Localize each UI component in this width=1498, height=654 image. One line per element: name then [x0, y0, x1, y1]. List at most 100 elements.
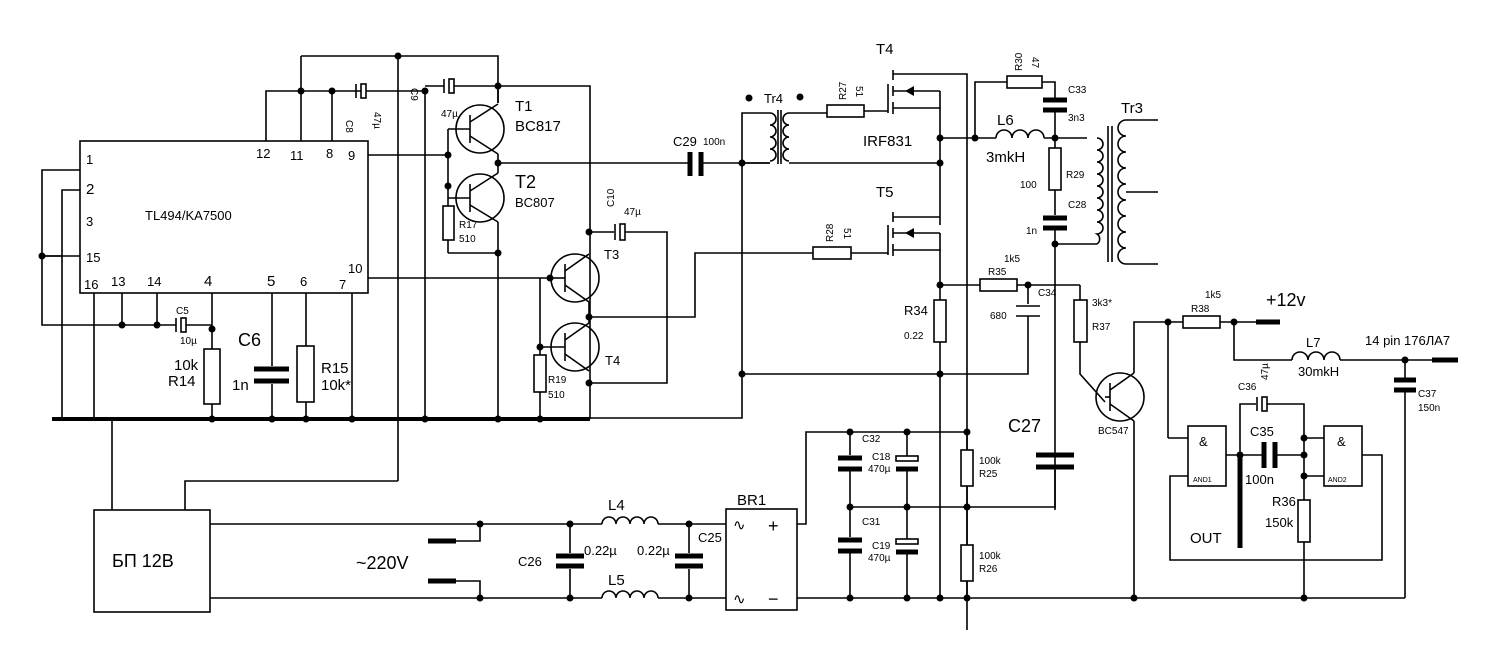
- t1-name: T1: [515, 98, 533, 115]
- c10-name: C10: [606, 188, 617, 207]
- c8-value: 47µ: [371, 112, 382, 129]
- ic-pin-14: 14: [147, 274, 161, 289]
- r29-name: R29: [1066, 170, 1085, 181]
- r37-value: 3k3*: [1092, 298, 1112, 309]
- out-label: OUT: [1190, 530, 1222, 547]
- r19-value: 510: [548, 390, 565, 401]
- c36-value: 47µ: [1260, 363, 1271, 380]
- c37-name: C37: [1418, 389, 1437, 400]
- br1-plus: +: [768, 516, 779, 536]
- t2-name: T2: [515, 172, 536, 192]
- c18-value: 470µ: [868, 464, 891, 475]
- ic-pin-7: 7: [339, 277, 346, 292]
- ic-pin-3: 3: [86, 214, 93, 229]
- c33-value: 3n3: [1068, 113, 1085, 124]
- gate-resistors: R27 51 R28 51: [812, 81, 888, 260]
- r30-name: R30: [1014, 52, 1025, 71]
- tr3-name: Tr3: [1121, 100, 1143, 117]
- r15-name: R15: [321, 360, 349, 377]
- l7-value: 30mkH: [1298, 364, 1339, 379]
- tr4-name: Tr4: [764, 91, 783, 106]
- r36-name: R36: [1272, 494, 1296, 509]
- r25-value: 100k: [979, 456, 1002, 467]
- transistor-t2: T2 BC807: [448, 172, 555, 223]
- c19-name: C19: [872, 541, 891, 552]
- ic-pin-2: 2: [86, 181, 94, 198]
- r19-name: R19: [548, 375, 567, 386]
- l6-name: L6: [997, 112, 1014, 129]
- r14-name: R14: [168, 373, 196, 390]
- r27-name: R27: [838, 81, 849, 100]
- c35-name: C35: [1250, 424, 1274, 439]
- c19-value: 470µ: [868, 553, 891, 564]
- filter-caps: C32 C31 C18 470µ C19 470µ 100k R25 100k …: [797, 428, 1002, 598]
- transistor-t4-lower: T4: [540, 322, 620, 372]
- c9-value: 47µ: [441, 109, 458, 120]
- r37-name: R37: [1092, 322, 1111, 333]
- c5-name: C5: [176, 306, 189, 317]
- c28-name: C28: [1068, 200, 1087, 211]
- c34-name: C34: [1038, 288, 1057, 299]
- bridge-br1: BR1 ∿ ∿ + −: [725, 492, 798, 611]
- c10-value: 47µ: [624, 207, 641, 218]
- r25-name: R25: [979, 469, 998, 480]
- psu-label: БП 12В: [112, 551, 174, 571]
- ic-pin-4: 4: [204, 273, 212, 290]
- l5-value: 0.22µ: [637, 543, 670, 558]
- psu-block: БП 12В: [93, 419, 398, 613]
- c6-value: 1n: [232, 377, 249, 394]
- ic-pin-10: 10: [348, 261, 362, 276]
- ic-left-wiring: C5 10µ 10k R14 C6 1n R15 10k*: [38, 169, 353, 418]
- c32-name: C32: [862, 434, 881, 445]
- mosfet-t5: T5: [876, 184, 980, 300]
- br1-name: BR1: [737, 492, 766, 509]
- r38-name: R38: [1191, 304, 1210, 315]
- r17-value: 510: [459, 234, 476, 245]
- l7-name: L7: [1306, 335, 1320, 350]
- ic-pin-5: 5: [267, 273, 275, 290]
- c8-name: C8: [343, 120, 354, 133]
- c6-name: C6: [238, 330, 261, 350]
- ground-junctions: [208, 415, 544, 423]
- br1-ac1: ∿: [733, 517, 746, 534]
- irf-label: IRF831: [863, 133, 912, 150]
- c31-name: C31: [862, 517, 881, 528]
- r30-value: 47: [1029, 57, 1040, 69]
- transistor-t1: T1 BC817: [448, 98, 561, 155]
- and2-symbol: &: [1337, 434, 1346, 449]
- and2-label: AND2: [1328, 477, 1347, 484]
- and1-symbol: &: [1199, 434, 1208, 449]
- pin-label: 14 pin 176ЛА7: [1365, 333, 1450, 348]
- plus12-label: +12v: [1266, 290, 1306, 310]
- t1-part: BC817: [515, 118, 561, 135]
- logic-section: R38 1k5 +12v L7 30mkH 14 pin 176ЛА7 C37 …: [1167, 290, 1458, 598]
- ic-pin-16: 16: [84, 277, 98, 292]
- r35-name: R35: [988, 267, 1007, 278]
- transistor-bc547: BC547: [1095, 318, 1183, 598]
- ic-pin-13: 13: [111, 274, 125, 289]
- mains-input: ~220V C26 0.22µ L4 L5 C25 0.22µ: [210, 497, 1405, 602]
- br1-minus: −: [768, 589, 779, 609]
- r15-value: 10k*: [321, 377, 351, 394]
- c36-name: C36: [1238, 382, 1257, 393]
- br1-ac2: ∿: [733, 591, 746, 608]
- c5-value: 10µ: [180, 336, 197, 347]
- l4-value: 0.22µ: [584, 543, 617, 558]
- transformer-tr4: Tr4: [590, 91, 940, 419]
- c26-name: C26: [518, 554, 542, 569]
- mosfet-t4-name: T4: [876, 41, 894, 58]
- t2-part: BC807: [515, 195, 555, 210]
- r26-value: 100k: [979, 551, 1002, 562]
- t3t4-wiring: R19 510 C10 47µ: [533, 188, 813, 419]
- c33-name: C33: [1068, 85, 1087, 96]
- ic-pin-12: 12: [256, 146, 270, 161]
- r26-name: R26: [979, 564, 998, 575]
- r35-value: 1k5: [1004, 254, 1021, 265]
- r28-name: R28: [825, 223, 836, 242]
- mains-label: ~220V: [356, 553, 409, 573]
- ic-pin-15: 15: [86, 250, 100, 265]
- ic-pin-11: 11: [290, 148, 304, 163]
- r36-value: 150k: [1265, 515, 1294, 530]
- c9-name: C9: [408, 88, 419, 101]
